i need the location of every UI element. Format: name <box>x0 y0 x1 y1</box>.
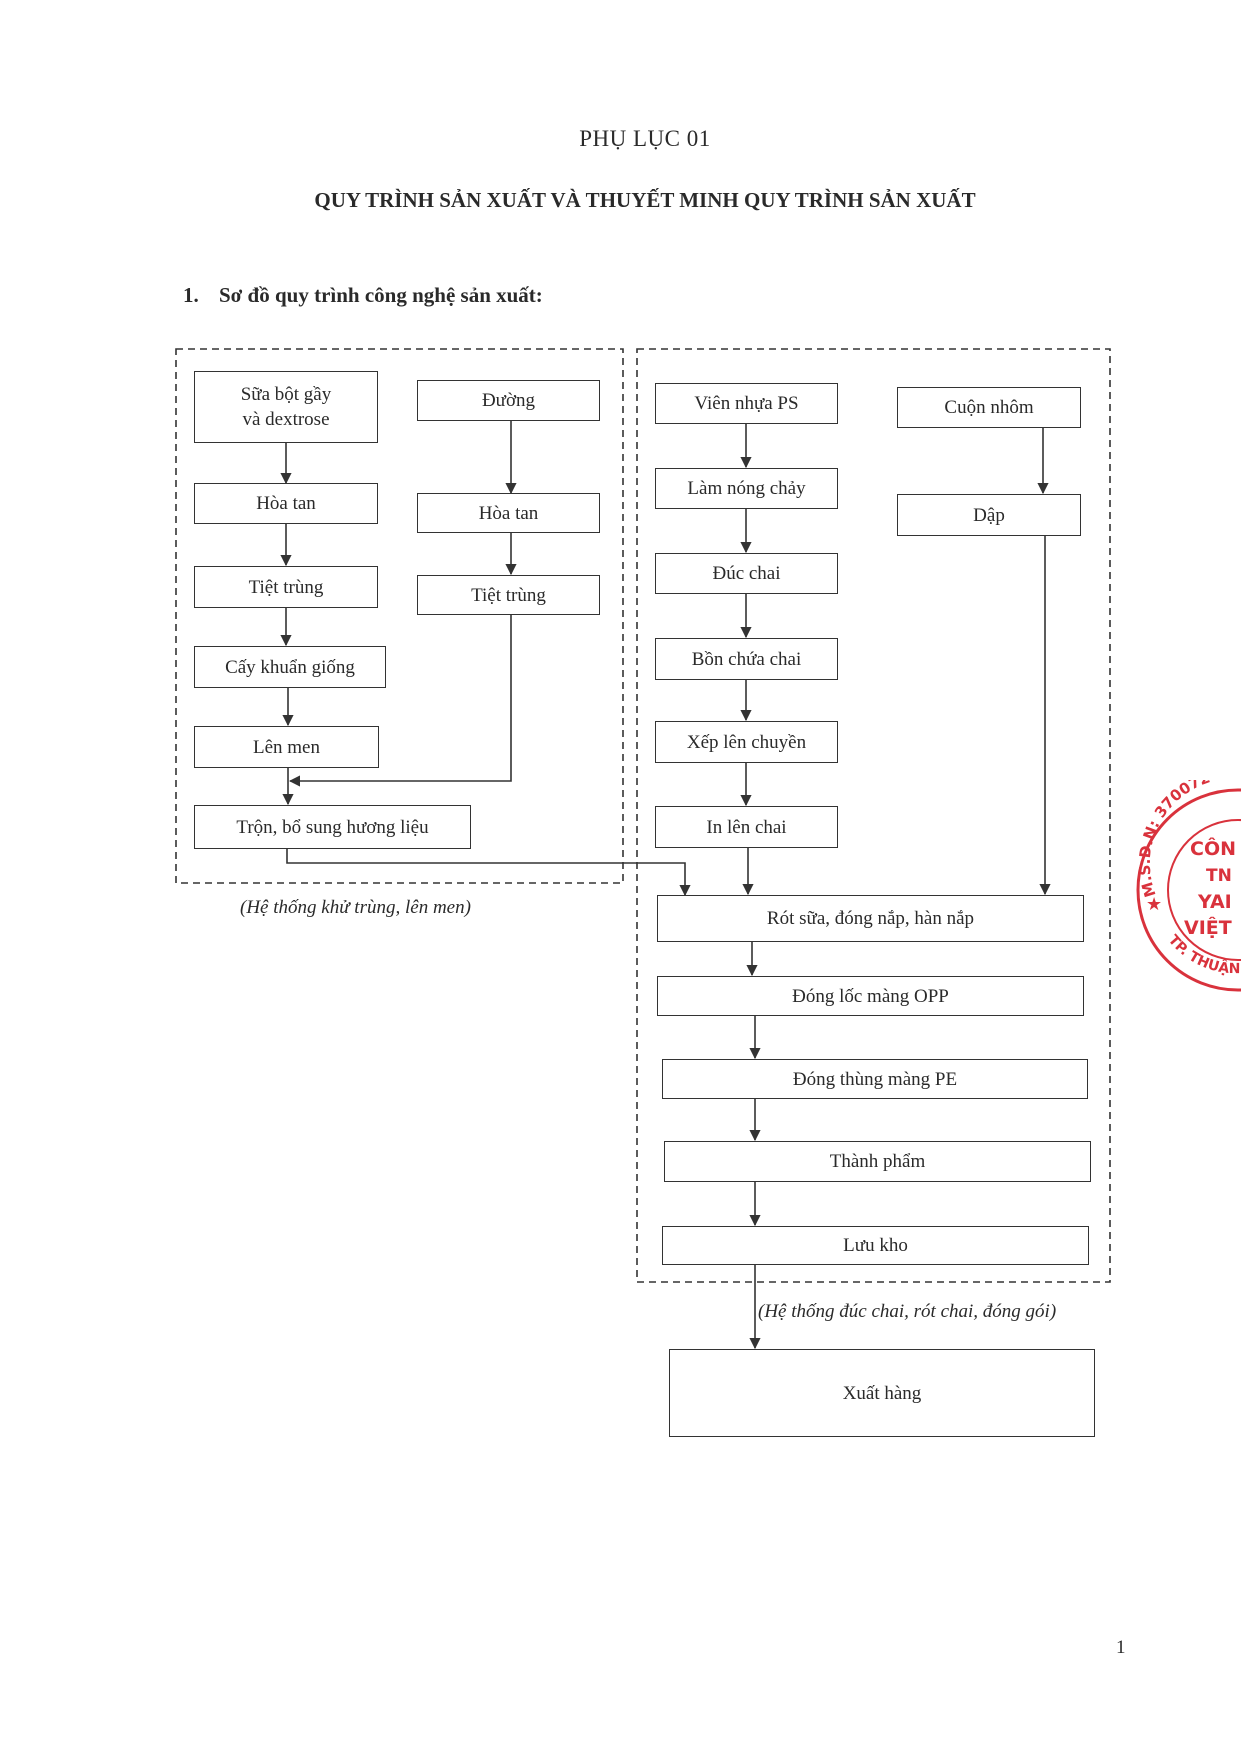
step-shipping: Xuất hàng <box>669 1349 1095 1437</box>
step-aluminum-roll: Cuộn nhôm <box>897 387 1081 428</box>
seal-line-4: VIỆT <box>1184 915 1232 939</box>
appendix-heading: PHỤ LỤC 01 <box>579 126 711 151</box>
step-ps-pellets: Viên nhựa PS <box>655 383 838 424</box>
section-title: Sơ đồ quy trình công nghệ sản xuất: <box>219 283 543 307</box>
step-dissolve-milk: Hòa tan <box>194 483 378 524</box>
step-sugar: Đường <box>417 380 600 421</box>
step-storage: Lưu kho <box>662 1226 1089 1265</box>
seal-line-2: TN <box>1206 866 1232 886</box>
step-bottle-tank: Bồn chứa chai <box>655 638 838 680</box>
seal-line-1: CÔN <box>1190 836 1236 860</box>
step-stamping: Dập <box>897 494 1081 536</box>
fermentation-group-caption: (Hệ thống khử trùng, lên men) <box>240 897 471 918</box>
step-mix-flavor: Trộn, bổ sung hương liệu <box>194 805 471 849</box>
seal-graphic: M.S.D.N: 370072 TP. THUẬN AN ★ CÔN TN YA… <box>1128 780 1241 992</box>
page-number: 1 <box>1116 1637 1126 1658</box>
step-fill-cap-seal: Rót sữa, đóng nắp, hàn nắp <box>657 895 1084 942</box>
seal-line-3: YAI <box>1197 891 1232 913</box>
section-number: 1. <box>183 283 199 307</box>
seal-star-icon: ★ <box>1146 894 1162 915</box>
step-sterilize-sugar: Tiệt trùng <box>417 575 600 615</box>
document-title: QUY TRÌNH SẢN XUẤT VÀ THUYẾT MINH QUY TR… <box>314 188 976 212</box>
step-finished: Thành phẩm <box>664 1141 1091 1182</box>
company-seal: M.S.D.N: 370072 TP. THUẬN AN ★ CÔN TN YA… <box>1128 780 1241 1000</box>
step-milk-powder-line-2: và dextrose <box>242 409 330 430</box>
step-melt: Làm nóng chảy <box>655 468 838 509</box>
step-opp-wrap: Đóng lốc màng OPP <box>657 976 1084 1016</box>
step-dissolve-sugar: Hòa tan <box>417 493 600 533</box>
bottling-group-caption: (Hệ thống đúc chai, rót chai, đóng gói) <box>758 1301 1057 1322</box>
step-milk-powder: Sữa bột gầy và dextrose <box>194 371 378 443</box>
step-inoculate: Cấy khuẩn giống <box>194 646 386 688</box>
step-conveyor: Xếp lên chuyền <box>655 721 838 763</box>
step-ferment: Lên men <box>194 726 379 768</box>
bottling-group-frame <box>636 348 1111 1283</box>
section-heading: 1. Sơ đồ quy trình công nghệ sản xuất: <box>183 283 543 308</box>
fermentation-group-frame <box>175 348 624 884</box>
step-sterilize-milk: Tiệt trùng <box>194 566 378 608</box>
step-mold-bottle: Đúc chai <box>655 553 838 594</box>
step-milk-powder-line-1: Sữa bột gầy <box>240 384 332 405</box>
step-pe-carton: Đóng thùng màng PE <box>662 1059 1088 1099</box>
step-print-bottle: In lên chai <box>655 806 838 848</box>
